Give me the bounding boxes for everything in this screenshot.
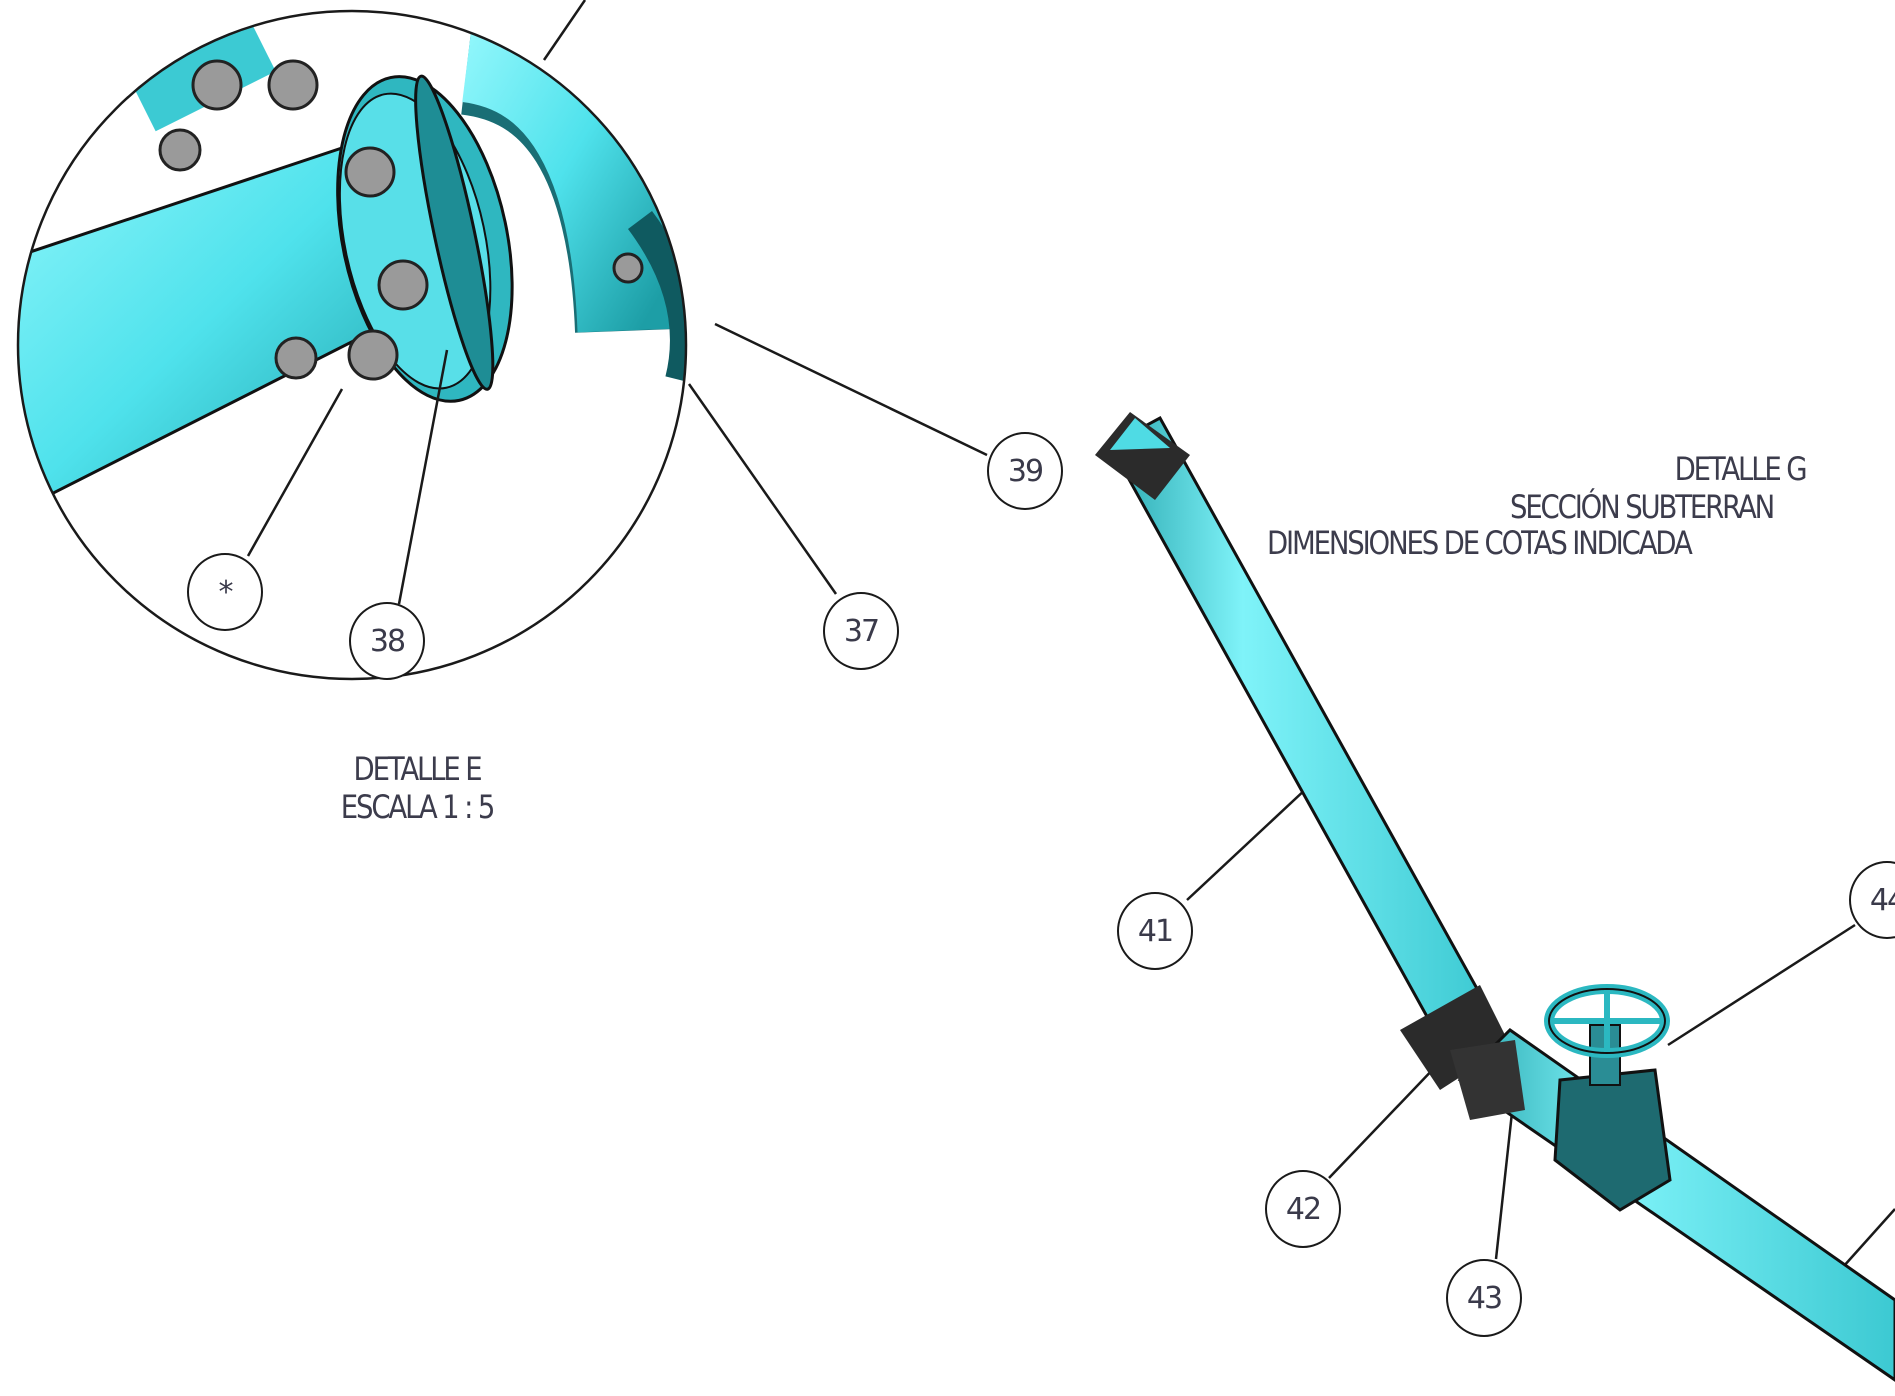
detail-e-scale: ESCALA 1 : 5 [340, 788, 496, 826]
detail-g-dimensions: DIMENSIONES DE COTAS INDICADA [1267, 524, 1693, 562]
balloon-38[interactable]: 38 [349, 602, 425, 680]
gate-valve [1544, 984, 1672, 1212]
balloon-41[interactable]: 41 [1117, 892, 1193, 970]
detail-e-view [18, 11, 686, 523]
balloon-43[interactable]: 43 [1446, 1259, 1522, 1337]
detail-e-label: DETALLE E ESCALA 1 : 5 [245, 750, 589, 826]
leader-lines [246, 0, 1895, 1268]
detail-g-title: DETALLE G [1674, 450, 1808, 488]
balloon-star[interactable]: * [187, 553, 263, 631]
balloon-39[interactable]: 39 [987, 432, 1063, 510]
bolts [158, 59, 644, 381]
balloon-42[interactable]: 42 [1265, 1170, 1341, 1248]
detail-g-section: SECCIÓN SUBTERRAN [1510, 488, 1775, 526]
balloon-37[interactable]: 37 [823, 592, 899, 670]
detail-e-title: DETALLE E [353, 750, 483, 788]
detail-e-boundary [16, 9, 688, 681]
